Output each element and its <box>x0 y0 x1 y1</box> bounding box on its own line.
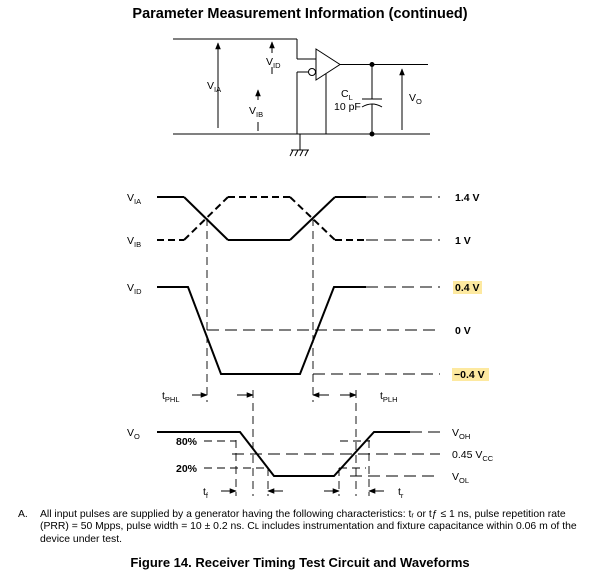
circuit-v-o-label: VO <box>409 92 422 106</box>
circuit-c-l-label: CL <box>341 88 353 102</box>
circuit-v-ib-label: VIB <box>249 105 263 119</box>
waveform-v-o <box>157 431 410 477</box>
receiver-comparator <box>315 48 341 81</box>
level-0-45vcc: 0.45 VCC <box>452 449 494 463</box>
highlight-pos-0-4v <box>453 281 482 294</box>
waveform-v-ia <box>157 196 366 241</box>
level-1-4v: 1.4 V <box>455 192 480 204</box>
pct-20-label: 20% <box>176 463 198 475</box>
wave-label-v-ib: VIB <box>127 235 141 249</box>
circuit-c-value: 10 pF <box>334 101 361 113</box>
level-pos-0-4v: 0.4 V <box>455 282 480 294</box>
footnote-text: All input pulses are supplied by a gener… <box>40 509 577 545</box>
level-v-oh: VOH <box>452 427 470 441</box>
level-v-ol: VOL <box>452 471 469 485</box>
figure-caption: Figure 14. Receiver Timing Test Circuit … <box>130 555 470 570</box>
level-0v: 0 V <box>455 325 471 337</box>
t-f-label: tf <box>203 486 209 500</box>
page-title: Parameter Measurement Information (conti… <box>132 6 468 22</box>
circuit-v-id-label: VID <box>266 56 281 70</box>
t-phl-label: tPHL <box>162 390 180 404</box>
level-neg-0-4v: −0.4 V <box>454 369 485 381</box>
pct-80-label: 80% <box>176 436 198 448</box>
highlight-neg-0-4v <box>452 368 489 381</box>
circuit-v-ia-label: VIA <box>207 80 221 94</box>
wave-label-v-ia: VIA <box>127 192 141 206</box>
waveform-v-ib <box>157 196 366 241</box>
wave-label-v-o: VO <box>127 427 140 441</box>
footnote-label: A. <box>18 509 28 520</box>
t-plh-label: tPLH <box>380 390 398 404</box>
level-1v: 1 V <box>455 235 471 247</box>
test-circuit <box>173 38 430 157</box>
t-r-label: tr <box>398 486 404 500</box>
waveform-v-id <box>157 286 366 375</box>
wave-label-v-id: VID <box>127 282 142 296</box>
